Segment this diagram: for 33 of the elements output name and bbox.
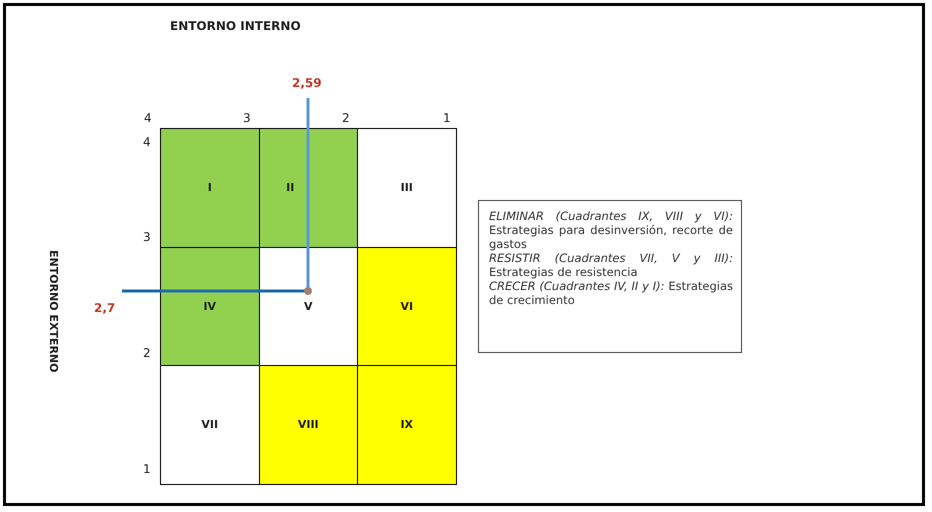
quadrant-cell [357, 128, 456, 248]
quadrant-number: III [400, 181, 413, 194]
strategy-text: RESISTIR (Cuadrantes VII, V y III): Estrategias de resistencia [489, 251, 733, 279]
strategy-text: CRECER (Cuadrantes IV, II y I): Estrategias de crecimiento [489, 279, 733, 307]
quadrant-number: IV [203, 300, 216, 313]
tick-label: 3 [143, 230, 151, 244]
quadrant-number: V [304, 300, 312, 313]
quadrant-number: VIII [298, 418, 319, 432]
quadrant-number: VII [201, 418, 218, 432]
quadrant-cell [160, 365, 260, 484]
tick-label: 2 [342, 111, 350, 125]
strategy-note-box [478, 200, 742, 353]
quadrant-number: I [208, 181, 212, 194]
value-label: 2,7 [94, 301, 116, 315]
quadrant-number: IX [400, 418, 414, 432]
quadrant-cell [357, 246, 456, 366]
quadrant-number: II [286, 181, 294, 194]
tick-label: 2 [143, 346, 151, 360]
axis-title: ENTORNO EXTERNO [47, 250, 60, 372]
quadrant-cell [160, 128, 260, 248]
strategy-text: ELIMINAR (Cuadrantes IX, VIII y VI): Estrategias para desinversión, recorte de gastos [489, 209, 733, 251]
value-label: 2,59 [292, 76, 322, 90]
tick-label: 1 [443, 111, 451, 125]
axis-title: ENTORNO INTERNO [170, 19, 301, 33]
quadrant-cell [160, 246, 260, 366]
tick-label: 3 [243, 111, 251, 125]
quadrant-cell [258, 128, 358, 248]
quadrant-number: VI [400, 300, 414, 313]
quadrant-cell [258, 365, 358, 484]
tick-label: 4 [143, 135, 151, 149]
tick-label: 1 [143, 462, 151, 476]
tick-label: 4 [144, 111, 152, 125]
quadrant-cell [357, 365, 456, 484]
